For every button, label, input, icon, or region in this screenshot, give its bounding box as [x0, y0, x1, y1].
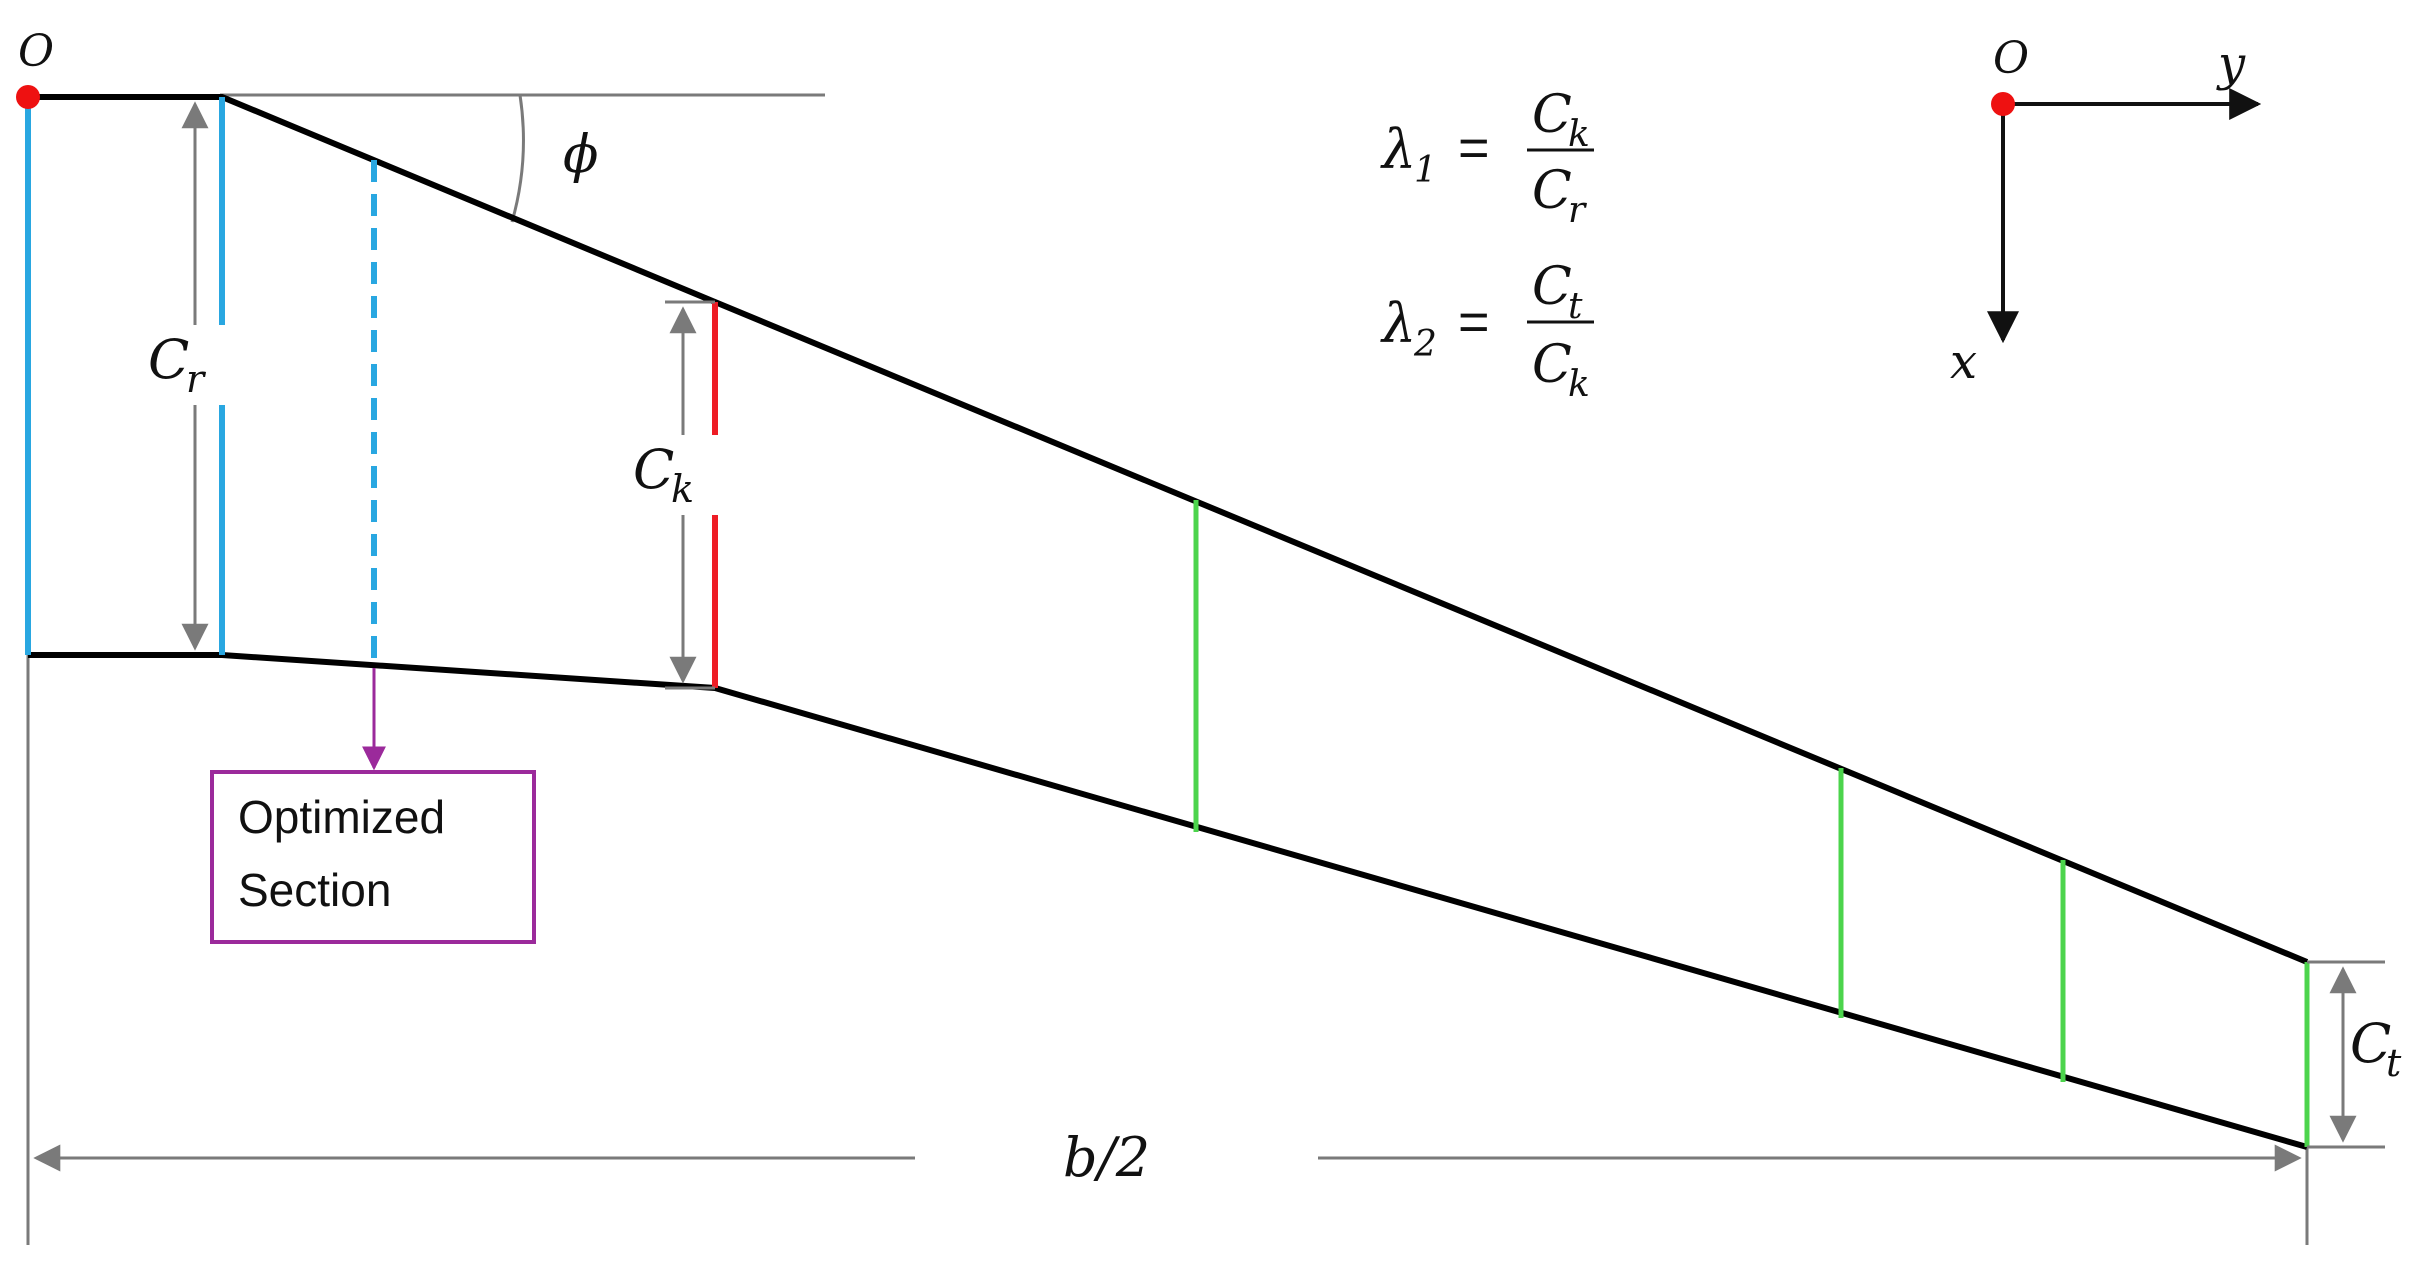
origin-dot: [16, 85, 40, 109]
axes-origin-label: O: [1993, 33, 2029, 84]
svg-text:C: C: [633, 438, 674, 501]
callout-box: [210, 770, 536, 944]
svg-text:C: C: [148, 328, 189, 391]
svg-text:λ: λ: [1380, 118, 1416, 181]
sweep-angle-label: ϕ: [563, 125, 598, 185]
svg-text:r: r: [1568, 190, 1587, 231]
svg-text:t: t: [2386, 1041, 2402, 1085]
y-axis-label: y: [2216, 36, 2246, 92]
svg-text:k: k: [671, 467, 694, 511]
svg-text:=: =: [1458, 118, 1490, 178]
tip-chord-label: C t: [2350, 1012, 2402, 1085]
sweep-angle-arc: [510, 94, 525, 223]
equation-lambda-2: λ 2 = C t C k: [1380, 257, 1594, 405]
callout-line-2: Section: [238, 864, 391, 916]
callout-line-1: Optimized: [238, 791, 445, 843]
coordinate-axes: O y x: [1950, 33, 2262, 390]
axes-origin-dot: [1991, 92, 2015, 116]
svg-text:C: C: [1532, 85, 1572, 145]
svg-text:k: k: [1568, 114, 1590, 155]
svg-text:2: 2: [1413, 324, 1437, 365]
svg-text:λ: λ: [1380, 292, 1416, 355]
half-span-label: b/2: [1063, 1126, 1150, 1189]
svg-text:1: 1: [1414, 150, 1437, 191]
leading-edge: [28, 94, 2309, 965]
kink-chord-label: C k: [633, 438, 694, 511]
svg-text:r: r: [186, 357, 207, 401]
svg-text:k: k: [1568, 364, 1590, 405]
svg-text:C: C: [2350, 1012, 2391, 1075]
origin-label: O: [18, 26, 54, 77]
root-chord-label: C r: [148, 328, 207, 401]
svg-text:C: C: [1532, 257, 1572, 317]
svg-text:C: C: [1532, 335, 1572, 395]
equation-lambda-1: λ 1 = C k C r: [1380, 85, 1594, 231]
svg-text:=: =: [1458, 292, 1490, 352]
svg-text:C: C: [1532, 161, 1572, 221]
x-axis-label: x: [1950, 334, 1977, 390]
svg-text:t: t: [1568, 286, 1583, 327]
trailing-edge: [28, 652, 2308, 1150]
